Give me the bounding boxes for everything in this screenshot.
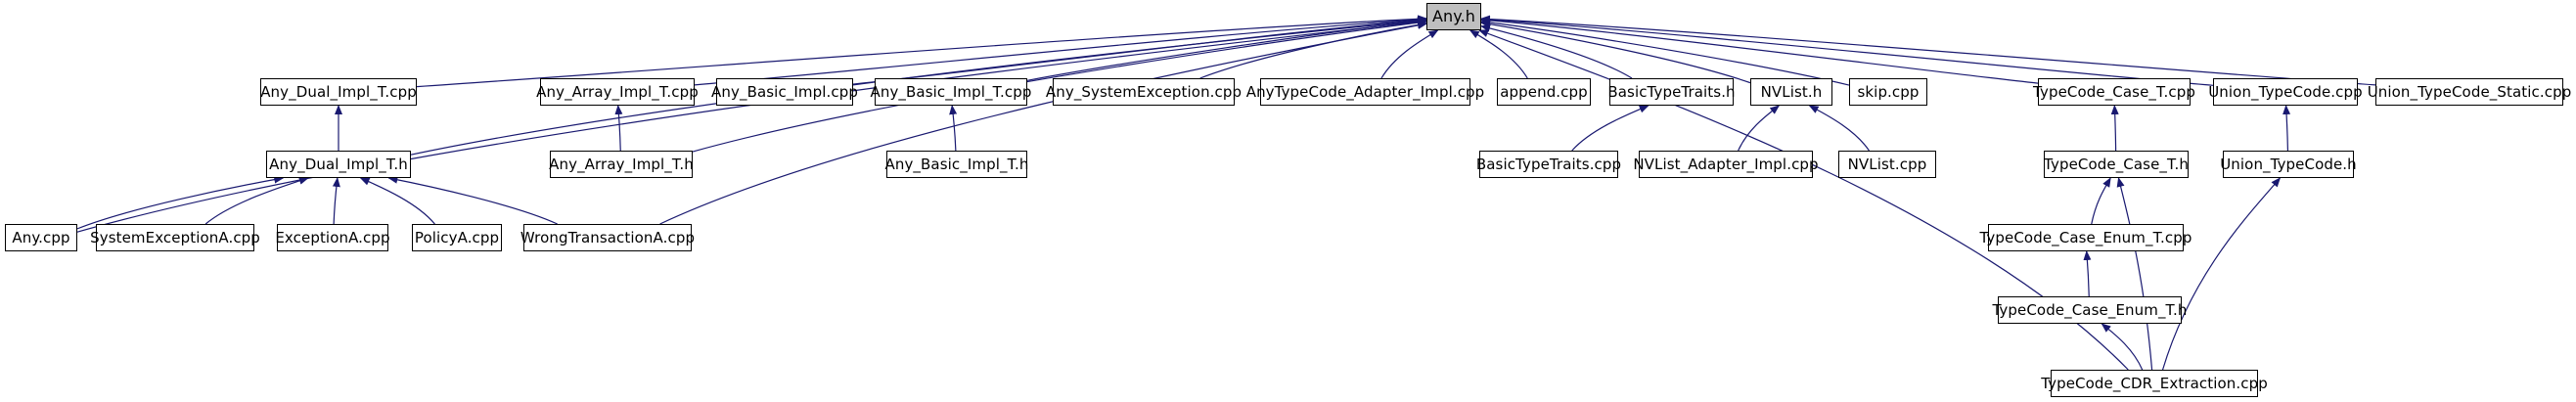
graph-node-any_array_impl_t_h[interactable]: Any_Array_Impl_T.h [549, 151, 694, 178]
graph-node-label: BasicTypeTraits.cpp [1475, 155, 1622, 173]
graph-node-label: SystemExceptionA.cpp [90, 228, 260, 246]
graph-node-typecode_case_enum_t_cpp[interactable]: TypeCode_Case_Enum_T.cpp [1980, 224, 2192, 251]
graph-edge-any_array_impl_t_cpp-to-any_h [694, 16, 1427, 86]
graph-node-label: Any_Dual_Impl_T.h [269, 155, 408, 173]
graph-edge-basictypetraits_cpp-to-basictypetraits_h [1571, 105, 1650, 152]
graph-node-policya_cpp[interactable]: PolicyA.cpp [412, 224, 502, 251]
graph-edge-nvlist_cpp-to-nvlist_h [1808, 105, 1870, 152]
graph-node-label: Any_Array_Impl_T.cpp [536, 82, 699, 101]
graph-edge-any_array_impl_t_h-to-any_array_impl_t_cpp [614, 105, 623, 152]
graph-node-label: ExceptionA.cpp [275, 228, 390, 246]
graph-node-label: Union_TypeCode.h [2220, 155, 2357, 173]
graph-node-typecode_cdr_extraction_cpp[interactable]: TypeCode_CDR_Extraction.cpp [2041, 370, 2268, 397]
graph-edge-typecode_cdr_extraction_cpp-to-typecode_case_enum_t_h [2101, 323, 2144, 371]
graph-edge-policya_cpp-to-any_dual_impl_t_h [359, 177, 435, 225]
graph-edge-typecode_cdr_extraction_cpp-to-union_typecode_h [2161, 177, 2282, 371]
graph-node-label: Any_Basic_Impl_T.cpp [870, 82, 1032, 101]
graph-node-append_cpp[interactable]: append.cpp [1497, 78, 1591, 106]
graph-node-systemexceptiona_cpp[interactable]: SystemExceptionA.cpp [90, 224, 260, 251]
graph-edge-typecode_case_t_h-to-typecode_case_t_cpp [2110, 105, 2119, 152]
graph-node-label: Any.cpp [12, 228, 70, 246]
graph-node-label: PolicyA.cpp [414, 228, 500, 246]
graph-node-label: NVList.cpp [1847, 155, 1927, 173]
graph-edge-any_basic_impl_cpp-to-any_h [852, 16, 1427, 85]
graph-node-typecode_case_t_h[interactable]: TypeCode_Case_T.h [2044, 151, 2189, 178]
graph-edge-any_systemexception_cpp-to-any_h [1199, 21, 1427, 79]
graph-node-label: TypeCode_Case_T.cpp [2033, 82, 2195, 101]
graph-node-any_basic_impl_t_h[interactable]: Any_Basic_Impl_T.h [884, 151, 1029, 178]
graph-node-label: BasicTypeTraits.h [1607, 82, 1736, 101]
graph-node-any_dual_impl_t_cpp[interactable]: Any_Dual_Impl_T.cpp [260, 78, 417, 106]
graph-node-label: Union_TypeCode_Static.cpp [2367, 82, 2572, 101]
graph-edge-any_dual_impl_t_cpp-to-any_h [416, 15, 1427, 88]
graph-node-any_systemexception_cpp[interactable]: Any_SystemException.cpp [1046, 78, 1242, 106]
graph-edge-append_cpp-to-any_h [1469, 29, 1528, 79]
graph-node-union_typecode_h[interactable]: Union_TypeCode.h [2220, 151, 2357, 178]
graph-edge-any_basic_impl_t_cpp-to-any_h [1026, 18, 1427, 81]
graph-node-union_typecode_static_cpp[interactable]: Union_TypeCode_Static.cpp [2368, 78, 2571, 106]
graph-node-label: Any_Array_Impl_T.h [549, 155, 694, 173]
graph-node-label: Union_TypeCode.cpp [2208, 82, 2363, 101]
graph-node-nvlist_cpp[interactable]: NVList.cpp [1838, 151, 1936, 178]
graph-node-typecode_case_t_cpp[interactable]: TypeCode_Case_T.cpp [2033, 78, 2195, 106]
graph-edge-basictypetraits_h-to-any_h [1480, 23, 1633, 79]
graph-edge-wrongtransactiona_cpp-to-any_h [659, 22, 1427, 225]
graph-node-label: AnyTypeCode_Adapter_Impl.cpp [1245, 82, 1485, 101]
graph-edge-typecode_case_enum_t_cpp-to-typecode_case_t_h [2091, 177, 2111, 225]
graph-edge-nvlist_h-to-any_h [1480, 20, 1751, 84]
graph-edge-union_typecode_static_cpp-to-any_h [1480, 15, 2376, 86]
graph-node-label: Any.h [1432, 7, 1475, 25]
graph-node-label: append.cpp [1500, 82, 1588, 101]
graph-node-wrongtransactiona_cpp[interactable]: WrongTransactionA.cpp [520, 224, 696, 251]
graph-edge-any_cpp-to-any_h [76, 18, 1427, 233]
graph-node-typecode_case_enum_t_h[interactable]: TypeCode_Case_Enum_T.h [1992, 296, 2187, 324]
graph-edge-exceptiona_cpp-to-any_dual_impl_t_h [332, 177, 340, 225]
graph-node-label: Any_Basic_Impl_T.h [884, 155, 1029, 173]
graph-node-any_cpp[interactable]: Any.cpp [5, 224, 77, 251]
graph-node-any_basic_impl_cpp[interactable]: Any_Basic_Impl.cpp [711, 78, 858, 106]
graph-edge-wrongtransactiona_cpp-to-any_dual_impl_t_h [387, 175, 558, 225]
graph-edge-typecode_case_enum_t_h-to-typecode_case_enum_t_cpp [2083, 250, 2092, 297]
graph-node-nvlist_adapter_impl_cpp[interactable]: NVList_Adapter_Impl.cpp [1633, 151, 1819, 178]
graph-edge-anytypecode_adapter_impl-to-any_h [1380, 29, 1439, 79]
graph-edge-typecode_case_t_cpp-to-any_h [1480, 16, 2039, 84]
graph-node-any_array_impl_t_cpp[interactable]: Any_Array_Impl_T.cpp [536, 78, 699, 106]
graph-node-any_h[interactable]: Any.h [1426, 3, 1481, 30]
graph-node-label: TypeCode_Case_Enum_T.cpp [1979, 228, 2192, 246]
graph-node-any_basic_impl_t_cpp[interactable]: Any_Basic_Impl_T.cpp [870, 78, 1031, 106]
graph-node-label: Any_Basic_Impl.cpp [711, 82, 858, 101]
graph-node-label: Any_Dual_Impl_T.cpp [260, 82, 417, 101]
graph-node-anytypecode_adapter_impl[interactable]: AnyTypeCode_Adapter_Impl.cpp [1246, 78, 1484, 106]
graph-edge-any_cpp-to-any_dual_impl_t_h [76, 175, 285, 230]
graph-node-any_dual_impl_t_h[interactable]: Any_Dual_Impl_T.h [266, 151, 411, 178]
graph-edge-union_typecode_cpp-to-any_h [1480, 16, 2214, 86]
graph-node-basictypetraits_cpp[interactable]: BasicTypeTraits.cpp [1475, 151, 1622, 178]
graph-node-label: TypeCode_Case_T.h [2044, 155, 2189, 173]
graph-node-label: NVList.h [1760, 82, 1823, 101]
graph-edge-typecode_cdr_extraction_cpp-to-typecode_case_t_h [2116, 177, 2153, 371]
graph-node-union_typecode_cpp[interactable]: Union_TypeCode.cpp [2208, 78, 2363, 106]
graph-node-label: NVList_Adapter_Impl.cpp [1633, 155, 1819, 173]
graph-node-label: TypeCode_Case_Enum_T.h [1992, 300, 2188, 319]
graph-node-exceptiona_cpp[interactable]: ExceptionA.cpp [275, 224, 390, 251]
graph-edge-skip_cpp-to-any_h [1480, 19, 1850, 86]
graph-edge-any_basic_impl_t_h-to-any_basic_impl_t_cpp [949, 105, 958, 152]
graph-node-label: skip.cpp [1857, 82, 1920, 101]
graph-node-label: WrongTransactionA.cpp [520, 228, 696, 246]
graph-edge-union_typecode_h-to-union_typecode_cpp [2282, 105, 2291, 152]
graph-node-label: TypeCode_CDR_Extraction.cpp [2041, 374, 2268, 392]
graph-node-label: Any_SystemException.cpp [1045, 82, 1243, 101]
graph-edge-nvlist_adapter_impl_cpp-to-nvlist_h [1738, 105, 1781, 152]
graph-node-skip_cpp[interactable]: skip.cpp [1849, 78, 1927, 106]
graph-edge-systemexceptiona_cpp-to-any_dual_impl_t_h [204, 176, 309, 225]
graph-node-basictypetraits_h[interactable]: BasicTypeTraits.h [1607, 78, 1736, 106]
graph-node-nvlist_h[interactable]: NVList.h [1750, 78, 1832, 106]
